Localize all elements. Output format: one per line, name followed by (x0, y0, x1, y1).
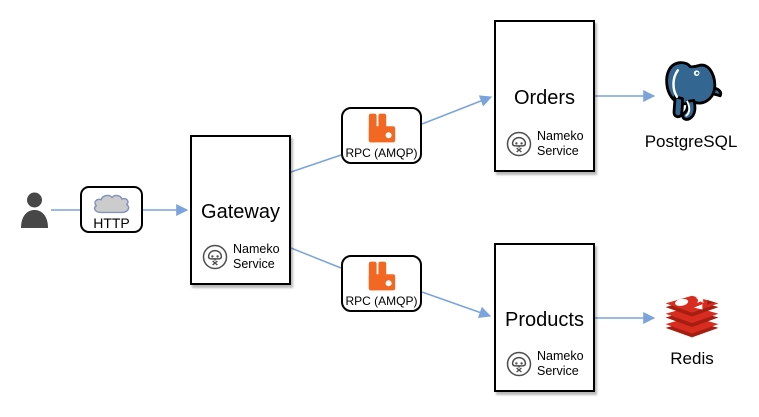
node-orders: Orders Nameko Service (494, 20, 595, 172)
postgresql-figure: PostgreSQL (643, 58, 739, 152)
cloud-icon (93, 194, 129, 214)
nameko-service-icon (202, 244, 228, 269)
rpc-label: RPC (AMQP) (345, 294, 418, 308)
node-http: HTTP (80, 186, 143, 233)
node-gateway: Gateway Nameko Service (190, 135, 291, 285)
edge-gateway-rpc-top (290, 154, 342, 173)
postgresql-label: PostgreSQL (644, 132, 738, 151)
person-icon (21, 192, 48, 228)
edge-gateway-rpc-bottom (290, 247, 342, 269)
nameko-badge-text: Nameko Service (233, 242, 280, 271)
nameko-badge-text: Nameko Service (537, 129, 584, 158)
nameko-badge-text: Nameko Service (537, 349, 584, 378)
postgresql-icon (665, 61, 723, 121)
gateway-title: Gateway (201, 201, 280, 223)
products-title: Products (505, 309, 584, 331)
http-label: HTTP (93, 215, 130, 231)
node-rpc-amqp-top: RPC (AMQP) (341, 107, 422, 164)
edge-rpc-top-orders (421, 95, 493, 125)
rabbitmq-icon (368, 113, 395, 143)
nameko-service-icon (506, 351, 532, 376)
user-actor (18, 192, 51, 233)
rabbitmq-icon (368, 261, 395, 291)
nameko-service-icon (506, 131, 532, 156)
rpc-label: RPC (AMQP) (345, 146, 418, 160)
redis-label: Redis (670, 349, 714, 368)
edge-rpc-bottom-products (421, 291, 492, 319)
nameko-badge: Nameko Service (202, 242, 280, 271)
redis-icon (665, 293, 719, 338)
nameko-badge: Nameko Service (506, 349, 584, 378)
node-products: Products Nameko Service (494, 243, 595, 392)
redis-figure: Redis (656, 292, 728, 369)
nameko-badge: Nameko Service (506, 129, 584, 158)
orders-title: Orders (513, 87, 576, 109)
node-rpc-amqp-bottom: RPC (AMQP) (341, 255, 422, 312)
